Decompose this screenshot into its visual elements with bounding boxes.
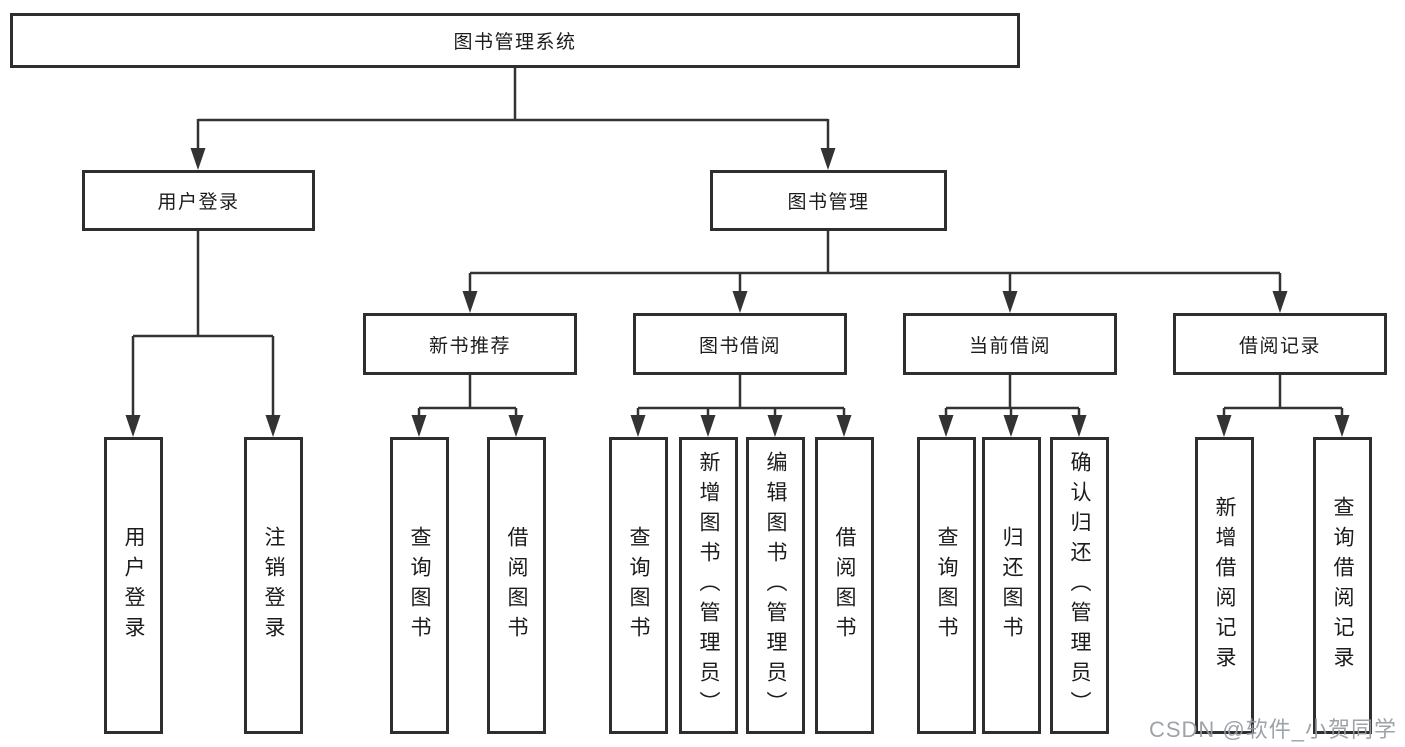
csdn-watermark: CSDN @软件_小贺同学 (1148, 717, 1397, 742)
leaf-query-books-recommend: 查询图书 (390, 437, 449, 734)
node-book-management: 图书管理 (710, 170, 947, 231)
leaf-borrow-books-recommend: 借阅图书 (487, 437, 546, 734)
leaf-query-borrow-record: 查询借阅记录 (1313, 437, 1372, 734)
leaf-return-books: 归还图书 (982, 437, 1041, 734)
node-user-login: 用户登录 (82, 170, 315, 231)
node-borrow-records: 借阅记录 (1173, 313, 1387, 375)
node-current-borrow: 当前借阅 (903, 313, 1117, 375)
leaf-user-login: 用户登录 (104, 437, 163, 734)
node-book-borrow: 图书借阅 (633, 313, 847, 375)
leaf-add-book-admin: 新增图书（管理员） (679, 437, 738, 734)
leaf-logout: 注销登录 (244, 437, 303, 734)
leaf-confirm-return-admin: 确认归还（管理员） (1050, 437, 1109, 734)
leaf-query-books-current: 查询图书 (917, 437, 976, 734)
leaf-add-borrow-record: 新增借阅记录 (1195, 437, 1254, 734)
node-new-book-recommend: 新书推荐 (363, 313, 577, 375)
leaf-query-books-borrow: 查询图书 (609, 437, 668, 734)
leaf-edit-book-admin: 编辑图书（管理员） (746, 437, 805, 734)
leaf-borrow-books-borrow: 借阅图书 (815, 437, 874, 734)
node-library-management-system: 图书管理系统 (10, 13, 1020, 68)
